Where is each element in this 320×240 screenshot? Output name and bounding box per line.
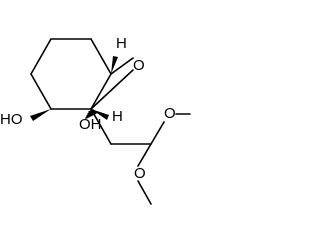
stereo-h-bottom-label: H [112, 108, 123, 125]
bond-ring-lower-left [30, 73, 52, 110]
bond-ring-upper-left [30, 38, 52, 75]
bond-lower-methyl [137, 180, 152, 205]
wedge-bond-top-h [111, 56, 118, 74]
bond-epoxide-lower [90, 69, 134, 110]
hydroxyl-center-label: OH [79, 116, 102, 133]
epoxide-oxygen-label: O [133, 57, 145, 74]
wedge-bond-left-hydroxyl [30, 109, 51, 121]
methoxy-top-oxygen-label: O [164, 105, 176, 122]
bond-side-chain-ch2 [90, 108, 112, 145]
methoxy-bottom-oxygen-label: O [134, 165, 146, 182]
stereo-h-top-label: H [116, 35, 127, 52]
bond-ch-to-upper-o [150, 121, 165, 145]
bond-epoxide-upper [110, 57, 134, 75]
chemical-structure-diagram: O H H HO OH O O [0, 35, 191, 205]
hydroxyl-left-label: HO [0, 111, 23, 128]
bond-ch-to-lower-o [137, 143, 152, 167]
bond-ring-upper-right [90, 38, 112, 75]
bond-ring-lower-right [90, 73, 112, 110]
